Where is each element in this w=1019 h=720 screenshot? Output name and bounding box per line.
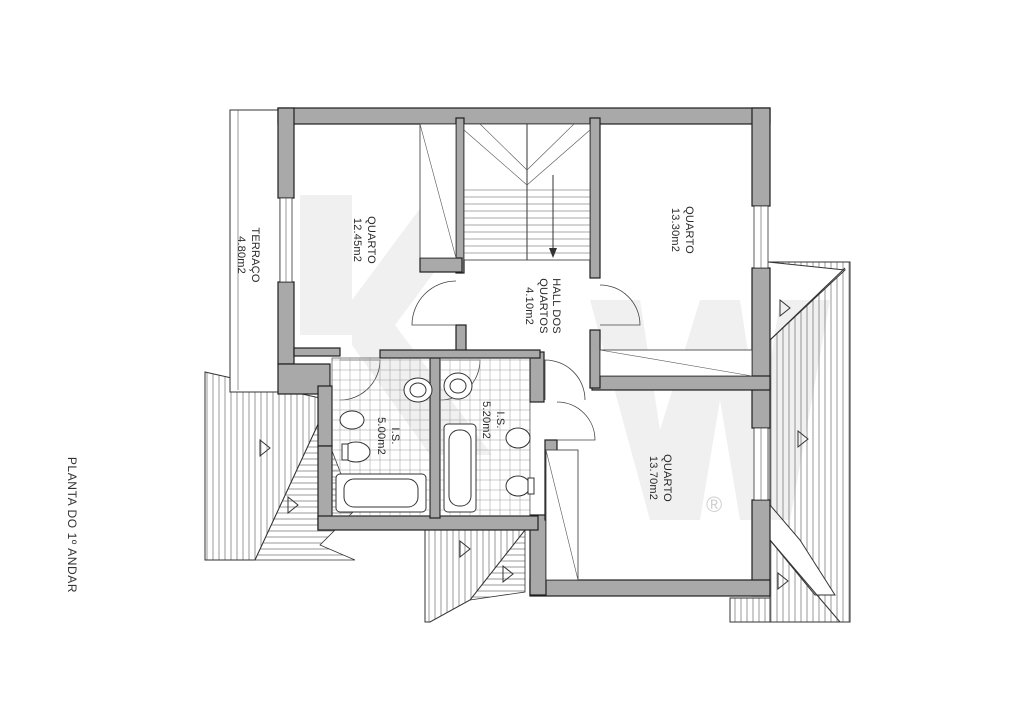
is-2-name: I.S.: [494, 411, 506, 428]
wardrobes: [419, 123, 753, 581]
label-hall: HALL DOS QUARTOS 4.10m2: [523, 278, 562, 334]
quarto-2-area: 13.30m2: [669, 208, 681, 252]
drawing-title-text: PLANTA DO 1º ANDAR: [65, 457, 79, 593]
terraco-area: 4.80m2: [235, 236, 247, 274]
label-quarto-3: QUARTO 13.70m2: [647, 454, 673, 502]
hall-area: 4.10m2: [523, 287, 535, 325]
quarto-3-name: QUARTO: [661, 454, 673, 502]
label-terraco: TERRAÇO 4.80m2: [235, 227, 261, 282]
label-quarto-1: QUARTO 12.45m2: [351, 216, 377, 264]
is-1-area: 5.00m2: [375, 417, 387, 455]
quarto-2-name: QUARTO: [683, 206, 695, 254]
label-is-2: I.S. 5.20m2: [480, 401, 506, 439]
registered-mark: ®: [706, 492, 722, 517]
bathroom-fixtures: [331, 357, 535, 517]
label-is-1: I.S. 5.00m2: [375, 417, 401, 455]
quarto-1-area: 12.45m2: [351, 218, 363, 262]
is-1-name: I.S.: [389, 427, 401, 444]
label-quarto-2: QUARTO 13.30m2: [669, 206, 695, 254]
terrace-outline: [229, 109, 281, 393]
quarto-3-area: 13.70m2: [647, 456, 659, 500]
drawing-title: PLANTA DO 1º ANDAR: [65, 457, 79, 593]
quarto-1-name: QUARTO: [365, 216, 377, 264]
windows: [279, 197, 769, 501]
hall-name-line1: HALL DOS: [550, 278, 562, 334]
is-2-area: 5.20m2: [480, 401, 492, 439]
walls: [277, 107, 771, 597]
terraco-name: TERRAÇO: [249, 227, 261, 282]
hall-name-line2: QUARTOS: [537, 278, 549, 333]
staircase: [463, 123, 591, 261]
